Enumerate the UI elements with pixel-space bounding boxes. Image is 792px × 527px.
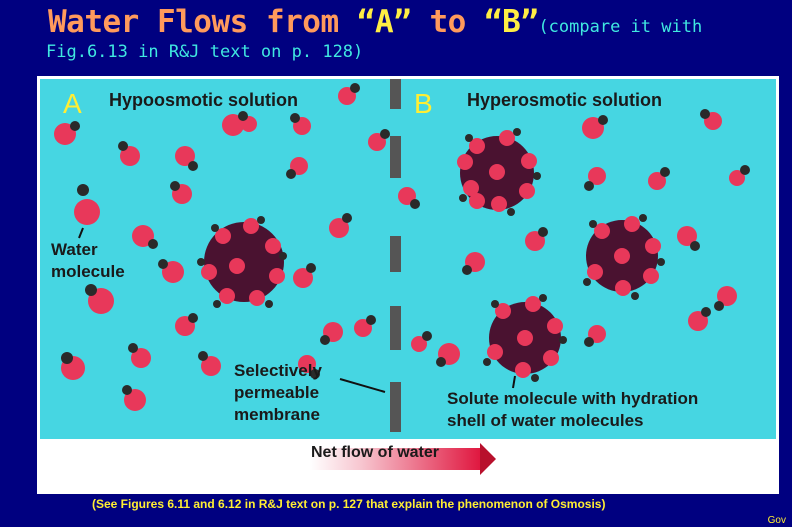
membrane-leader-line [339,378,386,393]
footnote: (See Figures 6.11 and 6.12 in R&J text o… [92,497,606,511]
net-flow-label: Net flow of water [311,444,440,461]
net-flow-arrow [310,448,480,470]
osmosis-illustration [54,79,750,432]
net-flow-arrowhead [480,443,496,475]
corner-mark: Gov [767,515,786,526]
title-quote-a: “A” [356,4,412,40]
free-water-molecules [54,83,750,411]
side-a-letter: A [63,88,82,119]
side-b-letter: B [414,88,433,119]
membrane-label: Selectively permeable membrane [234,361,322,424]
page-subtitle: Fig.6.13 in R&J text on p. 128) [46,42,364,62]
hydration-shells [197,128,665,382]
side-a-title: Hypoosmotic solution [109,90,298,110]
title-quote-b: “B” [483,4,539,40]
side-b-title: Hyperosmotic solution [467,90,663,110]
membrane [390,79,401,432]
title-aside: (compare it with [538,17,703,37]
solute-label: Solute molecule with hydration shell of … [447,389,699,430]
solute-leader-line [512,375,516,389]
water-leader-line [78,227,84,239]
title-middle: to [411,4,484,40]
diagram-frame: A Hypoosmotic solution B Hyperosmotic so… [37,76,779,494]
water-molecule-label: Water molecule [51,240,125,281]
page-title: Water Flows from “A” to “B”(compare it w… [48,4,702,40]
title-prefix: Water Flows from [48,4,357,40]
